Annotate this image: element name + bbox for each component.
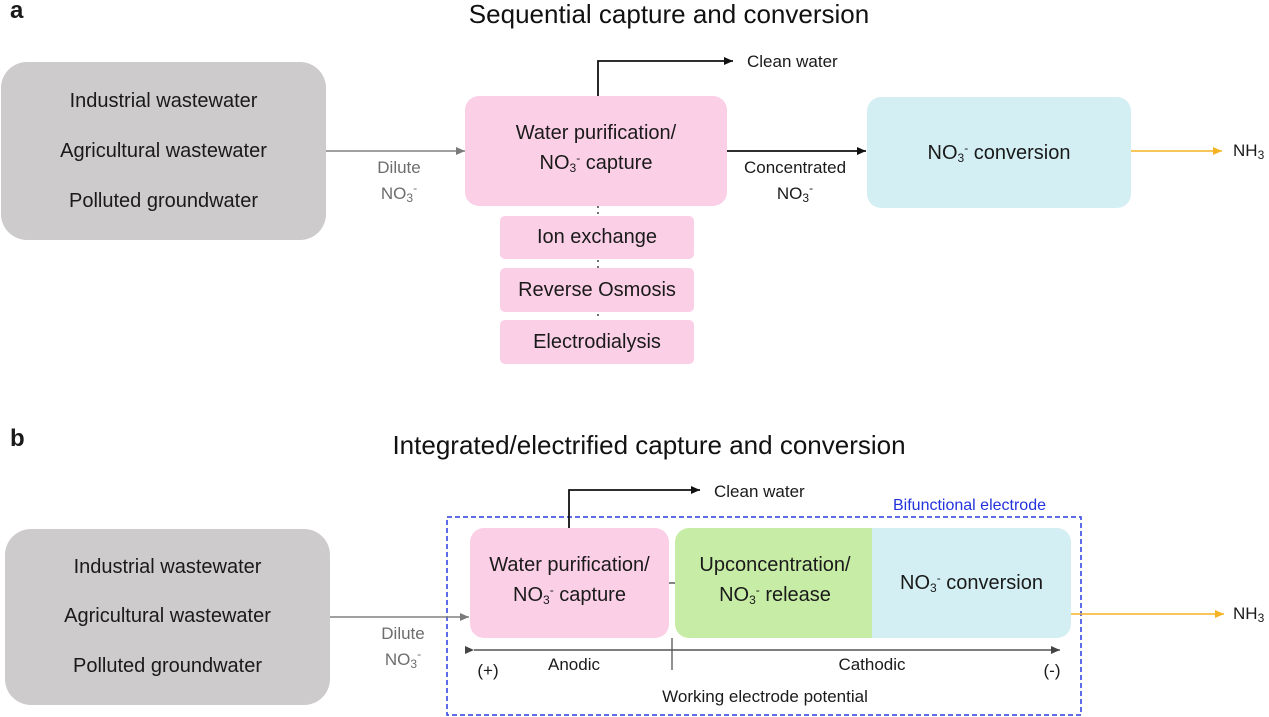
dilute-no3-label-a: Dilute NO3- xyxy=(377,158,421,205)
source-agricultural: Agricultural wastewater xyxy=(64,605,271,628)
conversion-box-b: NO3- conversion xyxy=(872,528,1071,638)
panel-b-title: Integrated/electrified capture and conve… xyxy=(392,430,906,460)
panel-a-letter: a xyxy=(10,0,24,24)
anode-sign: (+) xyxy=(477,661,499,680)
bifunctional-electrode-label: Bifunctional electrode xyxy=(893,497,1046,514)
conversion-box-a: NO3- conversion xyxy=(867,97,1131,208)
concentrated-no3-label: Concentrated NO3- xyxy=(743,158,847,205)
wastewater-sources-box-a: Industrial wastewater Agricultural waste… xyxy=(1,62,326,240)
source-groundwater: Polluted groundwater xyxy=(68,189,258,212)
method-reverse-osmosis: Reverse Osmosis xyxy=(500,268,694,312)
dilute-no3-label-b: Dilute NO3- xyxy=(381,624,425,671)
nh3-label-a: NH3 xyxy=(1233,141,1265,162)
bifunctional-electrode-frame xyxy=(446,516,1082,716)
wastewater-sources-box-b: Industrial wastewater Agricultural waste… xyxy=(5,529,330,705)
clean-water-arrow-b xyxy=(568,486,700,528)
clean-water-label-b: Clean water xyxy=(714,482,805,501)
cathode-sign: (-) xyxy=(1043,661,1061,680)
source-agricultural: Agricultural wastewater xyxy=(60,139,267,162)
anodic-label: Anodic xyxy=(548,655,600,674)
working-electrode-potential-label: Working electrode potential xyxy=(662,687,868,706)
capture-box-b: Water purification/ NO3- capture xyxy=(470,528,669,638)
nh3-label-b: NH3 xyxy=(1233,604,1265,625)
clean-water-label-a: Clean water xyxy=(747,52,838,71)
cathodic-label: Cathodic xyxy=(838,655,906,674)
clean-water-arrow-a xyxy=(597,57,733,96)
panel-b-letter: b xyxy=(10,425,25,452)
source-industrial: Industrial wastewater xyxy=(73,556,262,579)
upconcentration-box: Upconcentration/ NO3- release xyxy=(675,528,875,638)
method-ion-exchange: Ion exchange xyxy=(500,216,694,259)
panel-a-title: Sequential capture and conversion xyxy=(468,0,870,29)
source-industrial: Industrial wastewater xyxy=(69,89,258,112)
capture-box-a: Water purification/ NO3- capture xyxy=(465,96,727,206)
source-groundwater: Polluted groundwater xyxy=(72,654,262,677)
method-electrodialysis: Electrodialysis xyxy=(500,320,694,364)
